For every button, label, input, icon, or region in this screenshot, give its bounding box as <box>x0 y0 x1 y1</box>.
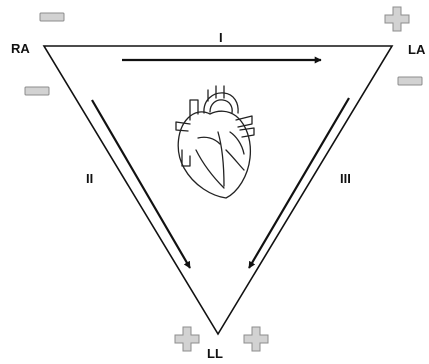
lead-label-iii: III <box>340 172 351 185</box>
vertex-label-la: LA <box>408 43 425 56</box>
einthoven-triangle <box>44 46 392 334</box>
minus-sign-icon <box>25 87 49 95</box>
lead-label-ii: II <box>86 172 93 185</box>
minus-sign-icon <box>398 77 422 85</box>
minus-sign-icon <box>40 13 64 21</box>
plus-sign-icon <box>175 327 199 351</box>
heart-icon <box>176 86 254 198</box>
lead-iii-arrow <box>249 98 349 268</box>
lead-ii-arrow <box>92 100 190 268</box>
vertex-label-ra: RA <box>11 42 30 55</box>
lead-label-i: I <box>219 31 223 44</box>
plus-sign-icon <box>385 7 409 31</box>
plus-sign-icon <box>244 327 268 351</box>
vertex-label-ll: LL <box>207 347 223 360</box>
